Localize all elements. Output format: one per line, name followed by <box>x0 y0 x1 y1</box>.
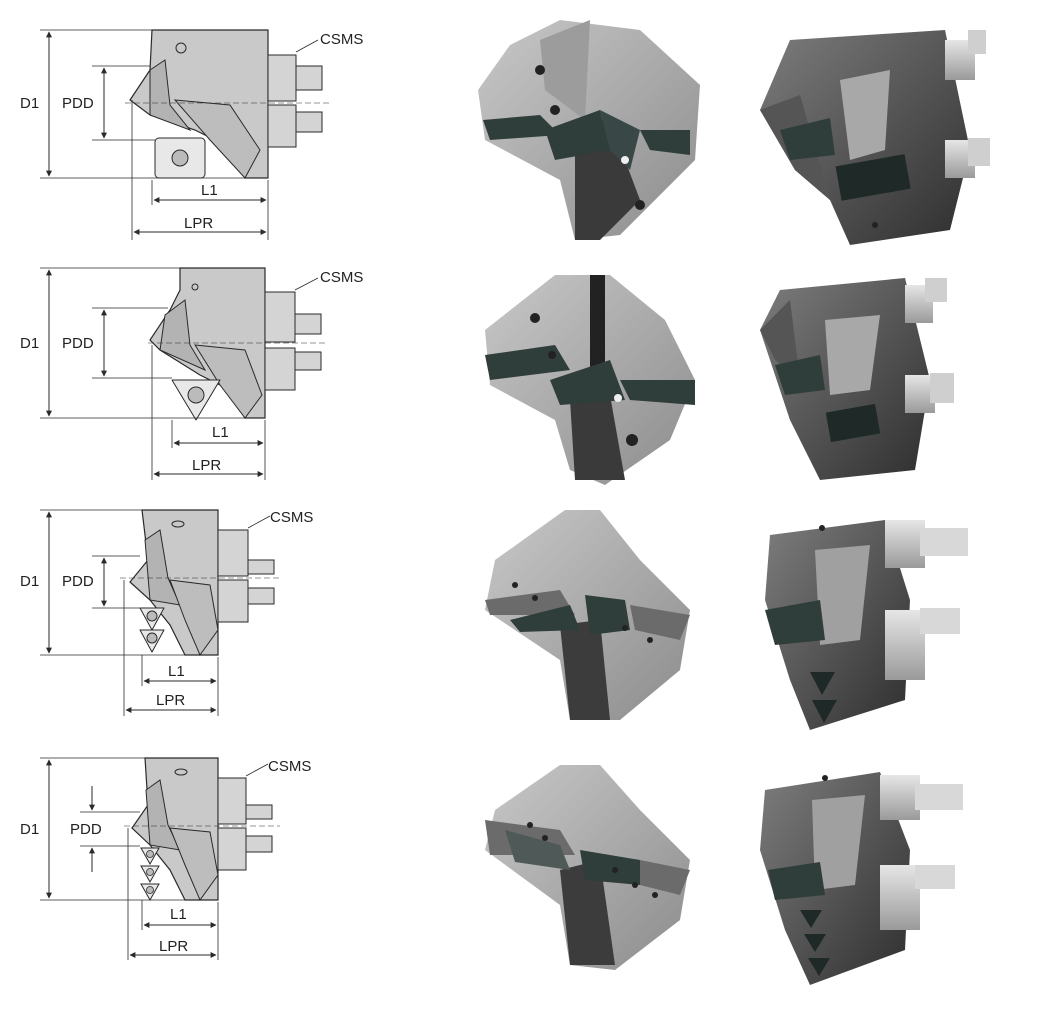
row-1-d1-label: D1 <box>20 95 39 112</box>
row-3-pdd-label: PDD <box>62 573 94 590</box>
row-2-lpr-label: LPR <box>192 457 221 474</box>
front-view-row-1 <box>478 20 700 240</box>
row-1-csms-label: CSMS <box>320 31 363 48</box>
front-view-row-2 <box>485 275 695 485</box>
row-1-lpr-label: LPR <box>184 215 213 232</box>
row-4-pdd-label: PDD <box>70 821 102 838</box>
row-4-csms-label: CSMS <box>268 758 311 775</box>
technical-drawing-row-3 <box>40 509 280 716</box>
row-4-l1-label: L1 <box>170 906 187 923</box>
isometric-view-row-4 <box>760 772 963 985</box>
isometric-view-row-2 <box>760 278 954 480</box>
row-3-lpr-label: LPR <box>156 692 185 709</box>
row-2-d1-label: D1 <box>20 335 39 352</box>
technical-drawing-row-2 <box>40 267 325 480</box>
row-4-lpr-label: LPR <box>159 938 188 955</box>
row-3-l1-label: L1 <box>168 663 185 680</box>
row-4-d1-label: D1 <box>20 821 39 838</box>
row-2-pdd-label: PDD <box>62 335 94 352</box>
technical-drawing-row-4 <box>40 757 280 960</box>
isometric-view-row-3 <box>765 520 968 730</box>
technical-drawing-row-1 <box>40 29 330 240</box>
isometric-view-row-1 <box>760 30 990 245</box>
row-3-d1-label: D1 <box>20 573 39 590</box>
row-1-pdd-label: PDD <box>62 95 94 112</box>
front-view-row-3 <box>485 510 690 720</box>
row-1-l1-label: L1 <box>201 182 218 199</box>
row-3-csms-label: CSMS <box>270 509 313 526</box>
row-2-l1-label: L1 <box>212 424 229 441</box>
row-2-csms-label: CSMS <box>320 269 363 286</box>
front-view-row-4 <box>485 765 690 970</box>
